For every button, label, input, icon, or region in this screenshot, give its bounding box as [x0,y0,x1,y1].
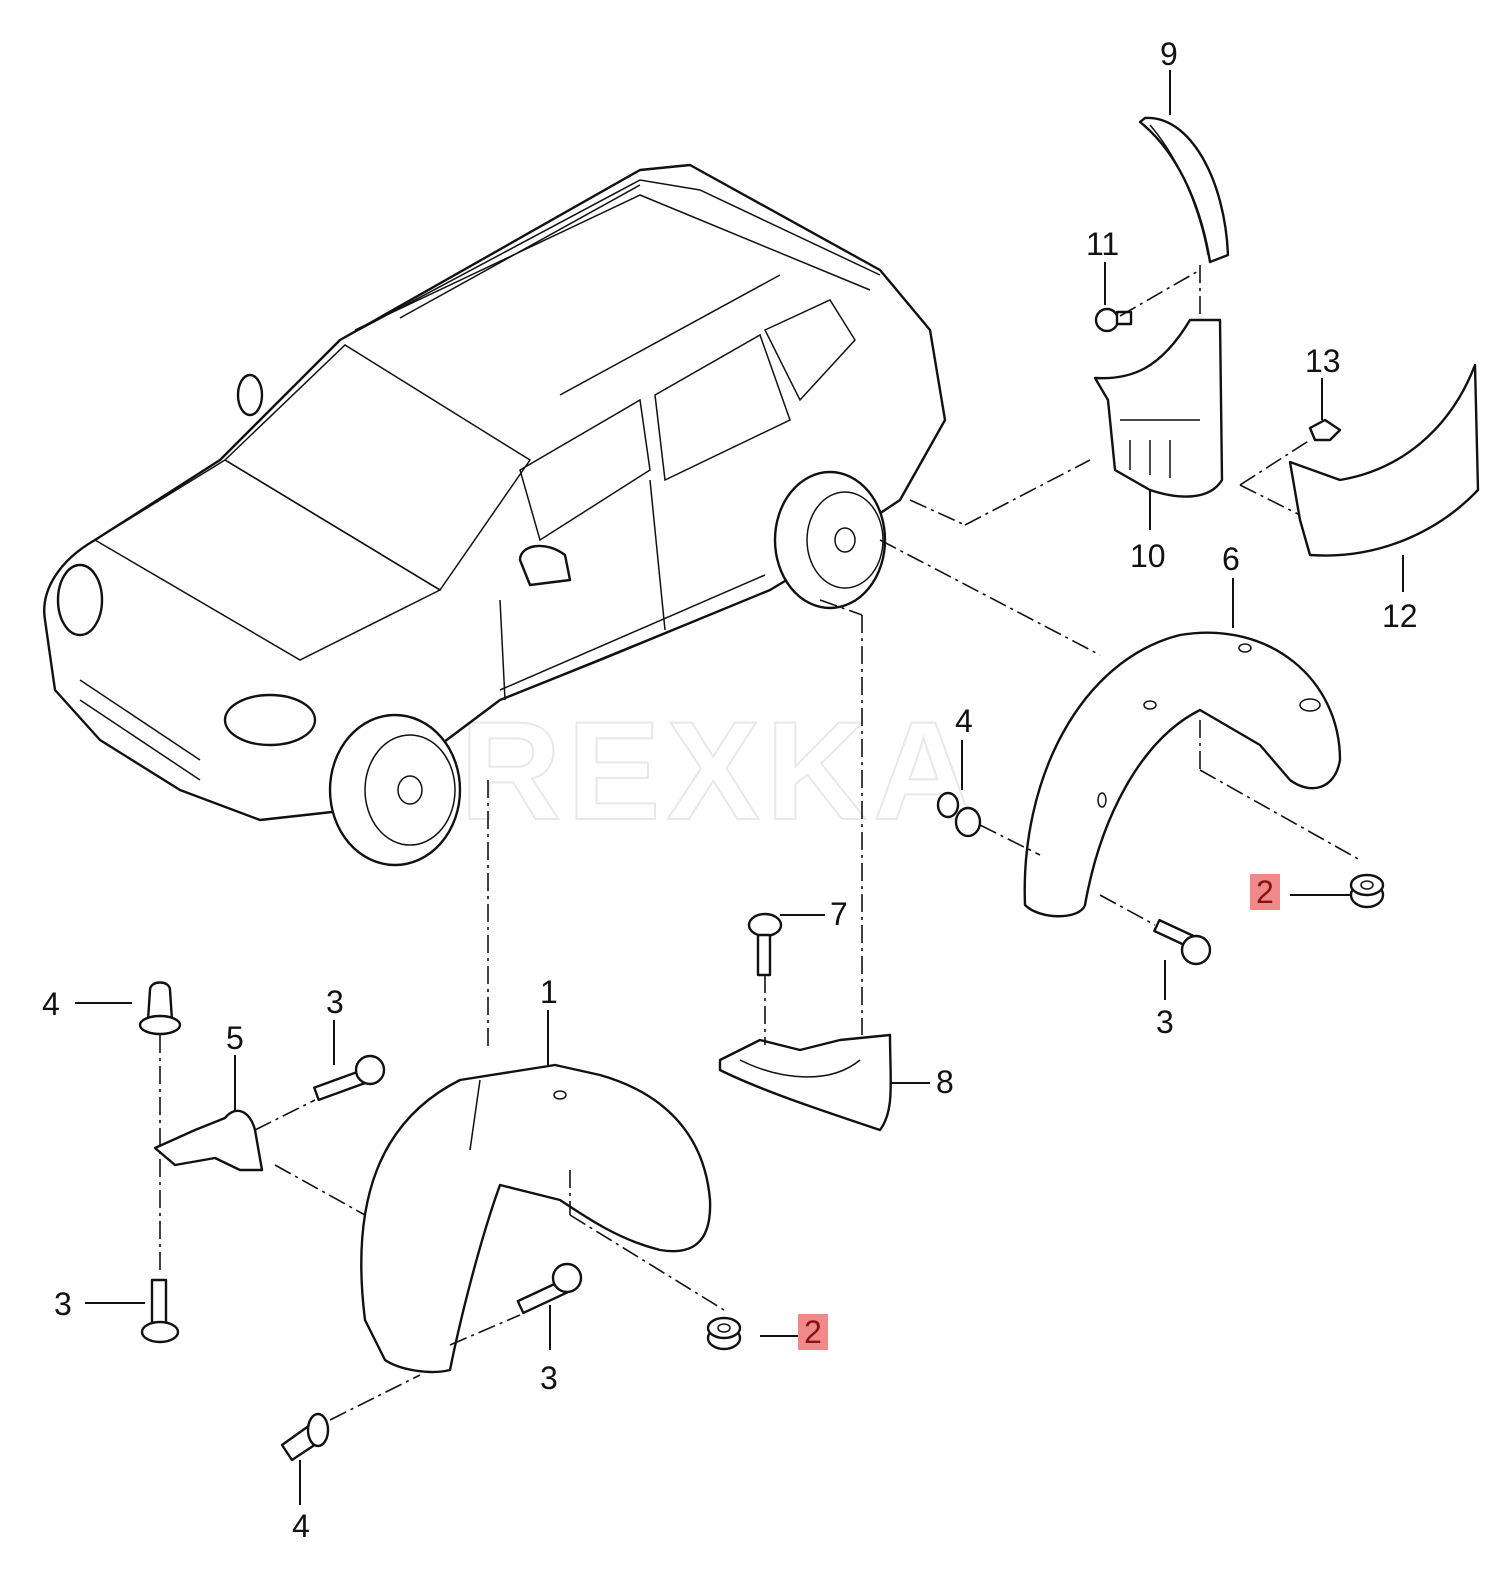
part-10-mud-flap [1093,318,1224,498]
callout-3-top: 3 [326,984,344,1020]
part-2-nut-right [1349,873,1385,909]
part-3-screw-bottom [516,1262,583,1315]
assembly-lines [159,265,1361,1421]
callout-7: 7 [830,896,848,932]
part-9-trim-strip [1138,116,1230,264]
callout-2-bottom-highlighted: 2 [798,1314,828,1350]
part-13-clip-nut [1308,418,1342,442]
callout-9: 9 [1160,36,1178,72]
leader-lines [75,70,1404,1505]
part-3-screw-leftbottom [140,1278,180,1344]
part-1-front-liner [360,1063,712,1374]
callout-8: 8 [936,1064,954,1100]
part-6-rear-liner [1023,631,1342,918]
part-3-screw-top [313,1054,386,1102]
part-5-bracket [153,1109,264,1172]
callout-3-bottom: 3 [540,1360,558,1396]
callout-6: 6 [1222,541,1240,577]
callout-1: 1 [540,974,558,1010]
part-4-rivet-bottom [280,1412,330,1462]
part-3-screw-right [1153,918,1212,966]
watermark: REXKA [459,691,981,850]
callout-10: 10 [1130,538,1166,574]
part-4-rivet-right [936,791,982,838]
callout-4-bottom: 4 [292,1508,310,1544]
part-12-extension [1288,363,1480,557]
part-2-nut-bottom [706,1316,742,1351]
callout-13: 13 [1305,343,1341,379]
part-4-rivet-topleft [138,981,182,1036]
callout-12: 12 [1382,598,1418,634]
callout-2-right-highlighted: 2 [1250,874,1280,910]
callout-4-topleft: 4 [42,986,60,1022]
part-8-mud-flap [718,1033,892,1132]
callout-4-right: 4 [955,703,973,739]
vehicle-illustration [43,163,947,867]
callout-5: 5 [226,1020,244,1056]
callout-3-right: 3 [1156,1004,1174,1040]
callout-3-leftbottom: 3 [54,1286,72,1322]
callout-11: 11 [1086,226,1120,262]
part-7-screw [747,912,783,977]
